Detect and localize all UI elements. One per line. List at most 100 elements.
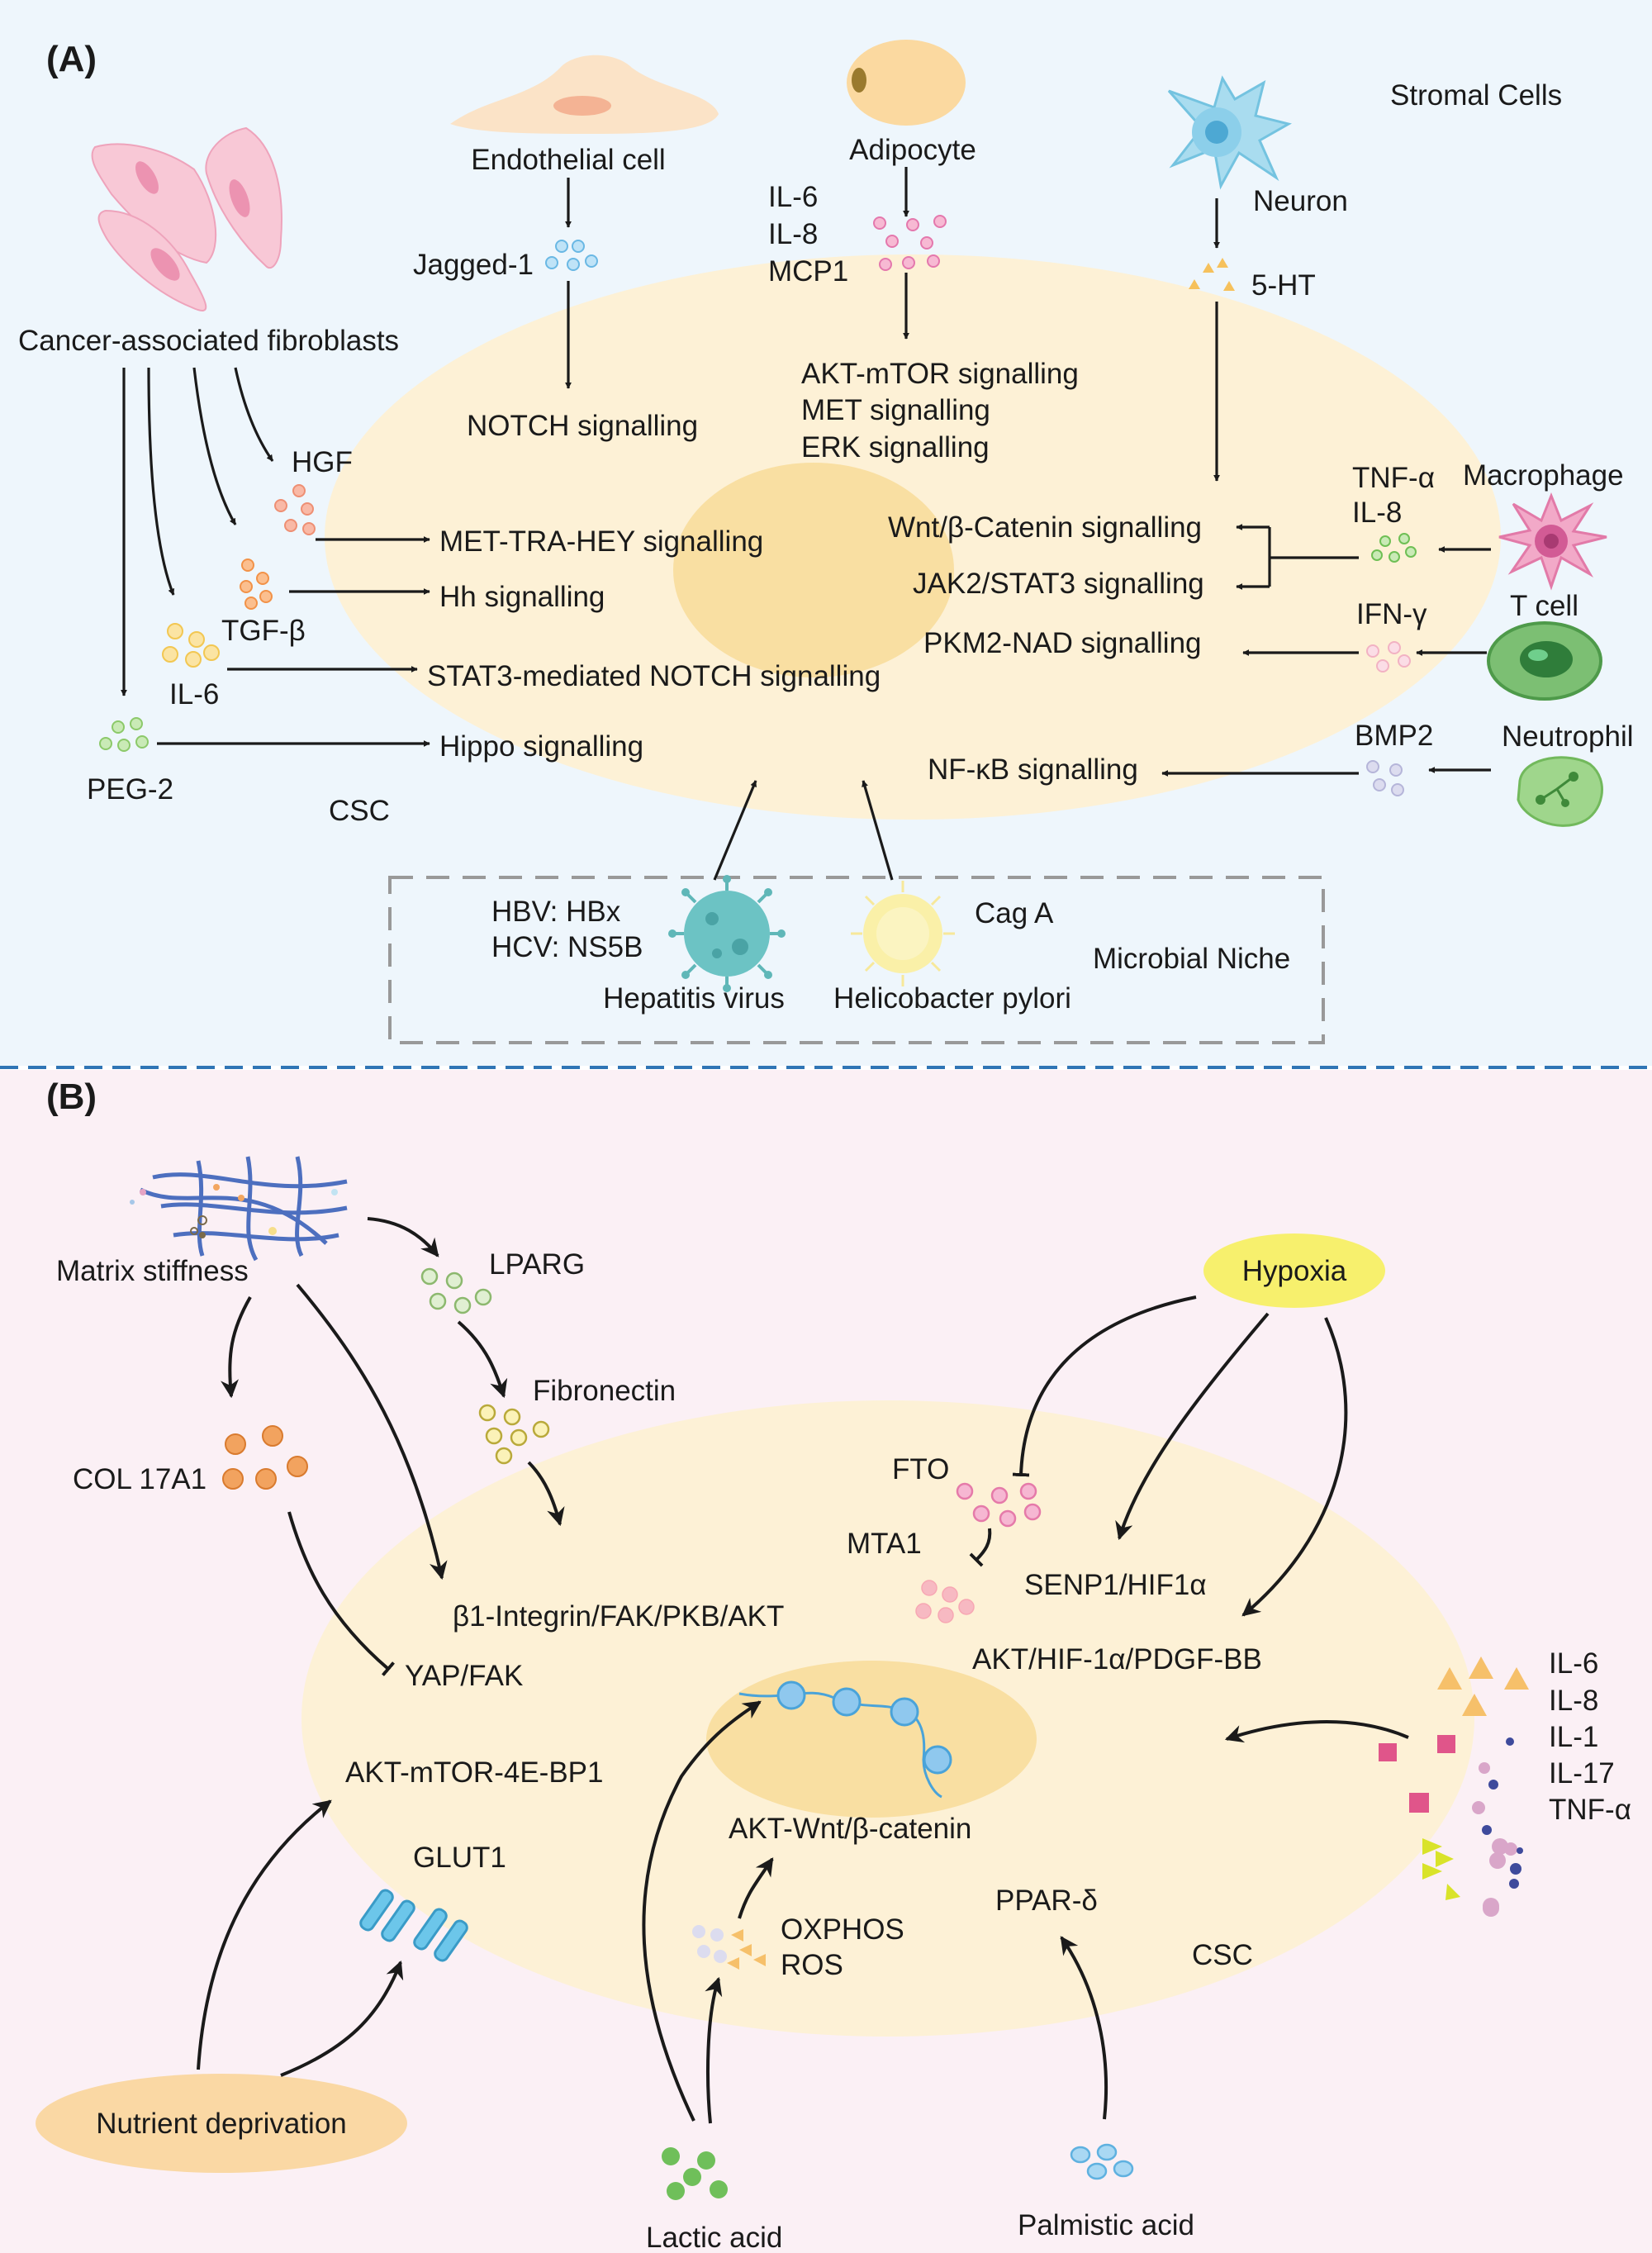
arrow-hypoxia-akt-hif — [1241, 1317, 1348, 1617]
col17a1-label: COL 17A1 — [73, 1463, 206, 1495]
microbial-niche-box — [388, 876, 1325, 1044]
adipocyte-factor-1: IL-6 — [768, 181, 818, 213]
csc-label-b: CSC — [1192, 1939, 1253, 1971]
neuron-label: Neuron — [1253, 185, 1348, 217]
arrow-lactic-nucleus — [642, 1700, 762, 2122]
cytokine-shapes — [1379, 1656, 1529, 1917]
arrow-matrix-col17a1 — [221, 1296, 252, 1399]
lparg-dots — [420, 1267, 492, 1314]
tcell-label: T cell — [1510, 590, 1578, 622]
neuron-icon — [1167, 75, 1292, 190]
arrow-caf-tgfb — [192, 367, 237, 525]
col17a1-dots — [222, 1425, 308, 1490]
b1-integrin-label: β1-Integrin/FAK/PKB/AKT — [453, 1600, 784, 1633]
panel-a-label: (A) — [46, 39, 97, 79]
akt-wnt-label: AKT-Wnt/β-catenin — [729, 1813, 971, 1845]
cytokine-label-3: IL-1 — [1549, 1721, 1598, 1753]
hcv-label: HCV: NS5B — [491, 931, 643, 963]
pkm2-nad-label: PKM2-NAD signalling — [923, 627, 1202, 659]
arrow-caf-hgf — [234, 367, 274, 462]
adipocyte-label: Adipocyte — [849, 134, 976, 166]
jagged1-dots — [545, 240, 598, 271]
mta1-dots — [915, 1580, 975, 1623]
arrow-oxphos-akt-wnt — [738, 1857, 774, 1919]
serotonin-label: 5-HT — [1251, 269, 1316, 302]
wnt-signalling-label: Wnt/β-Catenin signalling — [888, 511, 1202, 544]
adipocyte-factor-2: IL-8 — [768, 218, 818, 250]
fto-label: FTO — [892, 1453, 949, 1485]
arrow-lactic-oxphos — [705, 1976, 723, 2124]
helicobacter-pylori-icon — [851, 881, 955, 986]
adipocyte-factor-3: MCP1 — [768, 255, 848, 288]
hypoxia-label: Hypoxia — [1242, 1255, 1347, 1287]
nutrient-deprivation-oval — [36, 2074, 407, 2173]
oxphos-label: OXPHOS — [781, 1913, 904, 1946]
hepatitis-virus-label: Hepatitis virus — [603, 982, 785, 1015]
neutrophil-icon — [1517, 756, 1603, 827]
panel-b-label: (B) — [46, 1077, 97, 1117]
cytokine-label-1: IL-6 — [1549, 1647, 1598, 1680]
lactic-acid-dots — [662, 2147, 728, 2200]
fto-dots — [956, 1482, 1042, 1528]
csc-nucleus-a — [673, 463, 954, 677]
ros-label: ROS — [781, 1949, 843, 1981]
jak2-stat3-label: JAK2/STAT3 signalling — [913, 568, 1204, 600]
macrophage-label: Macrophage — [1463, 459, 1624, 492]
arrow-hypoxia-senp1 — [1115, 1312, 1270, 1541]
arrow-caf-il6 — [147, 367, 175, 596]
caf-cells-icon — [91, 126, 282, 311]
mta1-label: MTA1 — [847, 1528, 922, 1560]
met-signalling-label: MET signalling — [801, 394, 990, 426]
oxphos-ros-shapes — [692, 1925, 766, 1970]
hbv-label: HBV: HBx — [491, 896, 621, 928]
arrow-fibronectin-integrin — [527, 1461, 565, 1527]
adipocyte-icon — [847, 40, 966, 126]
senp1-label: SENP1/HIF1α — [1024, 1569, 1207, 1601]
akt-mtor-signalling-label: AKT-mTOR signalling — [801, 358, 1079, 390]
caf-label: Cancer-associated fibroblasts — [18, 325, 399, 357]
ifng-label: IFN-γ — [1356, 598, 1427, 630]
endothelial-cell-label: Endothelial cell — [471, 144, 665, 176]
ifng-dots — [1366, 641, 1411, 673]
stromal-cells-label: Stromal Cells — [1390, 79, 1562, 112]
notch-signalling-label: NOTCH signalling — [467, 410, 698, 442]
macrophage-bracket — [1236, 524, 1359, 590]
csc-nucleus-b — [706, 1661, 1037, 1818]
hippo-signalling-label: Hippo signalling — [439, 730, 643, 763]
tgfb-label: TGF-β — [221, 615, 306, 647]
arrow-matrix-integrin — [296, 1283, 448, 1580]
lparg-label: LPARG — [489, 1248, 585, 1281]
nutrient-deprivation-label: Nutrient deprivation — [96, 2108, 347, 2140]
bmp2-dots — [1366, 760, 1404, 796]
neutrophil-label: Neutrophil — [1502, 720, 1634, 753]
palmistic-acid-label: Palmistic acid — [1018, 2209, 1194, 2241]
il6-label: IL-6 — [169, 678, 219, 711]
hgf-label: HGF — [292, 446, 353, 478]
panel-a: (A) Stromal Cells Endothelial cell Jagge… — [0, 0, 1652, 1066]
hgf-dots — [274, 484, 316, 535]
il8-label-a: IL-8 — [1352, 497, 1402, 529]
arrow-matrix-lparg — [367, 1217, 439, 1257]
macrophage-icon — [1498, 492, 1607, 591]
cytokine-label-5: TNF-α — [1549, 1794, 1631, 1826]
palmistic-acid-dots — [1070, 2143, 1134, 2180]
endothelial-cell-icon — [450, 55, 719, 134]
matrix-stiffness-label: Matrix stiffness — [56, 1255, 249, 1287]
matrix-particles — [130, 1184, 338, 1238]
lactic-acid-label: Lactic acid — [646, 2222, 782, 2253]
cytokine-label-4: IL-17 — [1549, 1757, 1615, 1790]
csc-label-a: CSC — [329, 795, 390, 827]
ppar-label: PPAR-δ — [995, 1885, 1098, 1917]
adipocyte-factor-dots — [873, 215, 947, 271]
arrow-palmistic-ppar — [1060, 1936, 1108, 2120]
nfkb-signalling-label: NF-κB signalling — [928, 753, 1138, 786]
hh-signalling-label: Hh signalling — [439, 581, 605, 613]
met-tra-hey-label: MET-TRA-HEY signalling — [439, 525, 763, 558]
erk-signalling-label: ERK signalling — [801, 431, 990, 463]
arrow-cytokines-csc — [1224, 1720, 1409, 1743]
yap-fak-label: YAP/FAK — [405, 1660, 523, 1692]
cytokine-label-2: IL-8 — [1549, 1685, 1598, 1717]
helicobacter-pylori-label: Helicobacter pylori — [833, 982, 1071, 1015]
bmp2-label: BMP2 — [1355, 720, 1433, 752]
arrow-lparg-fibronectin — [457, 1320, 508, 1399]
